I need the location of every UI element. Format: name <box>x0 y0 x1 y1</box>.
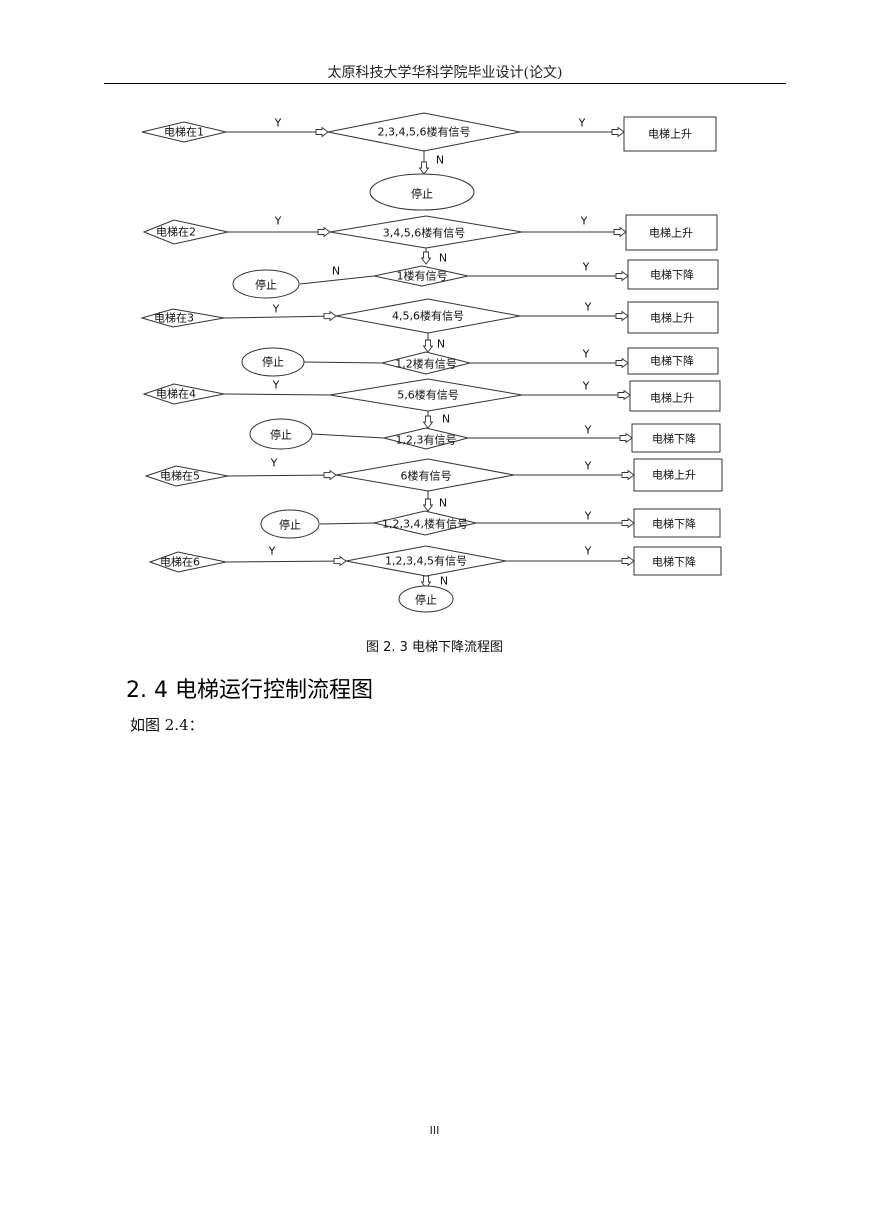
yes-label: Y <box>582 348 590 361</box>
yes-label: Y <box>584 460 592 473</box>
yes-label: Y <box>274 215 282 228</box>
condition-label: 5,6楼有信号 <box>397 388 459 402</box>
yes-label: Y <box>584 424 592 437</box>
no-label: N <box>332 265 340 278</box>
yes-label: Y <box>578 117 586 130</box>
result-up-1-node <box>623 116 717 152</box>
no-label: N <box>436 154 444 167</box>
floor-label: 电梯在1 <box>164 126 204 139</box>
condition-label: 1,2楼有信号 <box>395 357 457 371</box>
yes-label: Y <box>584 301 592 314</box>
stop-6-node <box>398 585 454 613</box>
result-up-2-node <box>625 214 718 251</box>
stop-label: 停止 <box>415 593 437 607</box>
figure-caption: 图 2. 3 电梯下降流程图 <box>365 640 504 655</box>
condition-label: 1楼有信号 <box>397 269 448 283</box>
elevator-down-flowchart: 电梯在1 2,3,4,5,6楼有信号 电梯上升 Y Y N 停止 电梯在2 3,… <box>140 112 723 613</box>
result-label: 电梯下降 <box>652 432 696 446</box>
no-label: N <box>442 413 450 426</box>
yes-label: Y <box>268 545 276 558</box>
body-paragraph: 如图 2.4： <box>130 716 204 734</box>
condition-label: 6楼有信号 <box>401 469 452 483</box>
result-up-5-node <box>633 458 723 492</box>
yes-label: Y <box>274 117 282 130</box>
connector <box>227 475 336 476</box>
stop-label: 停止 <box>411 187 433 201</box>
floor-label: 电梯在3 <box>154 312 194 325</box>
yes-label: Y <box>580 215 588 228</box>
yes-label: Y <box>584 510 592 523</box>
stop-2-node <box>232 269 300 299</box>
stop-3-node <box>241 347 305 377</box>
no-label: N <box>439 497 447 510</box>
connector <box>303 361 383 364</box>
section-heading: 2. 4 电梯运行控制流程图 <box>126 678 373 703</box>
connector <box>225 561 346 562</box>
result-label: 电梯下降 <box>652 517 696 531</box>
result-label: 电梯上升 <box>650 392 694 405</box>
result-up-3-node <box>627 301 719 334</box>
yes-label: Y <box>272 303 280 316</box>
no-label: N <box>437 338 445 351</box>
connector <box>319 522 375 525</box>
condition-label: 1,2,3,4,5有信号 <box>385 554 467 568</box>
header-rule <box>104 83 786 84</box>
stop-4-node <box>249 418 313 450</box>
stop-5-node <box>260 509 320 539</box>
result-label: 电梯下降 <box>650 354 694 368</box>
result-down-4-node <box>631 423 721 453</box>
condition-label: 4,5,6楼有信号 <box>392 309 464 323</box>
page-number: III <box>429 1124 440 1137</box>
connector <box>311 433 385 439</box>
connector <box>299 275 375 285</box>
yes-label: Y <box>270 457 278 470</box>
condition-label: 1,2,3有信号 <box>396 433 457 447</box>
stop-label: 停止 <box>270 428 292 442</box>
stop-label: 停止 <box>255 278 277 292</box>
connector <box>223 316 336 318</box>
stop-label: 停止 <box>262 355 284 369</box>
no-label: N <box>440 575 448 588</box>
stop-1-node <box>369 173 475 211</box>
yes-label: Y <box>582 380 590 393</box>
result-down-3-node <box>627 347 719 375</box>
result-label: 电梯上升 <box>650 312 694 325</box>
connector <box>223 393 331 396</box>
floor-label: 电梯在2 <box>156 226 196 239</box>
floor-label: 电梯在6 <box>160 556 200 569</box>
condition-label: 1,2,3,4,楼有信号 <box>382 517 468 531</box>
floor-label: 电梯在4 <box>156 388 196 401</box>
result-down-5-node <box>633 508 721 538</box>
result-label: 电梯上升 <box>649 227 693 240</box>
page-header: 太原科技大学华科学院毕业设计(论文) <box>327 65 563 81</box>
condition-label: 3,4,5,6楼有信号 <box>383 226 465 240</box>
condition-label: 2,3,4,5,6楼有信号 <box>378 125 471 139</box>
yes-label: Y <box>584 545 592 558</box>
yes-label: Y <box>582 261 590 274</box>
no-label: N <box>439 252 447 265</box>
result-label: 电梯上升 <box>652 469 696 482</box>
result-label: 电梯上升 <box>648 128 692 141</box>
result-down-6-node <box>633 546 722 576</box>
result-label: 电梯下降 <box>650 268 694 282</box>
yes-label: Y <box>272 379 280 392</box>
stop-label: 停止 <box>279 518 301 532</box>
floor-label: 电梯在5 <box>160 470 200 483</box>
result-label: 电梯下降 <box>652 555 696 569</box>
